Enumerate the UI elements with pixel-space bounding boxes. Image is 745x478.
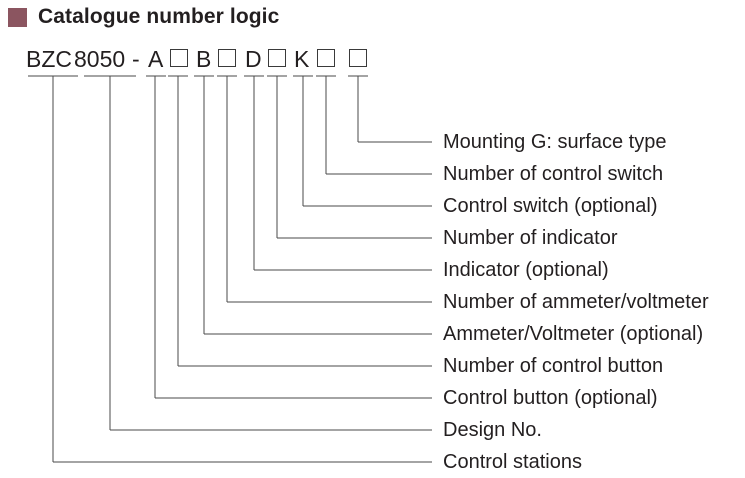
code-token-k: K bbox=[294, 46, 310, 72]
code-token-8050: 8050 bbox=[74, 46, 126, 72]
callout-label: Number of indicator bbox=[443, 227, 618, 249]
callout-label: Control stations bbox=[443, 451, 582, 473]
callout-label: Ammeter/Voltmeter (optional) bbox=[443, 323, 704, 345]
code-placeholder-box bbox=[317, 49, 335, 67]
code-placeholder-box bbox=[170, 49, 188, 67]
code-placeholder-box bbox=[218, 49, 236, 67]
callout-label: Number of control switch bbox=[443, 163, 664, 185]
title-bullet-icon bbox=[8, 7, 27, 27]
callout-label: Design No. bbox=[443, 419, 542, 441]
page-title-row: Catalogue number logic bbox=[0, 0, 745, 34]
code-token-bzc: BZC bbox=[26, 46, 72, 72]
callout-label: Mounting G: surface type bbox=[443, 131, 667, 153]
callout-label: Number of ammeter/voltmeter bbox=[443, 291, 709, 313]
code-placeholder-box bbox=[349, 49, 367, 67]
code-token-d: D bbox=[245, 46, 262, 72]
callout-label: Indicator (optional) bbox=[443, 259, 609, 281]
callout-label: Control button (optional) bbox=[443, 387, 658, 409]
code-placeholder-box bbox=[268, 49, 286, 67]
code-token-b: B bbox=[196, 46, 212, 72]
callout-label: Number of control button bbox=[443, 355, 664, 377]
code-token-: - bbox=[132, 46, 140, 72]
code-token-a: A bbox=[148, 46, 164, 72]
callout-label: Control switch (optional) bbox=[443, 195, 658, 217]
page-title: Catalogue number logic bbox=[38, 5, 280, 28]
